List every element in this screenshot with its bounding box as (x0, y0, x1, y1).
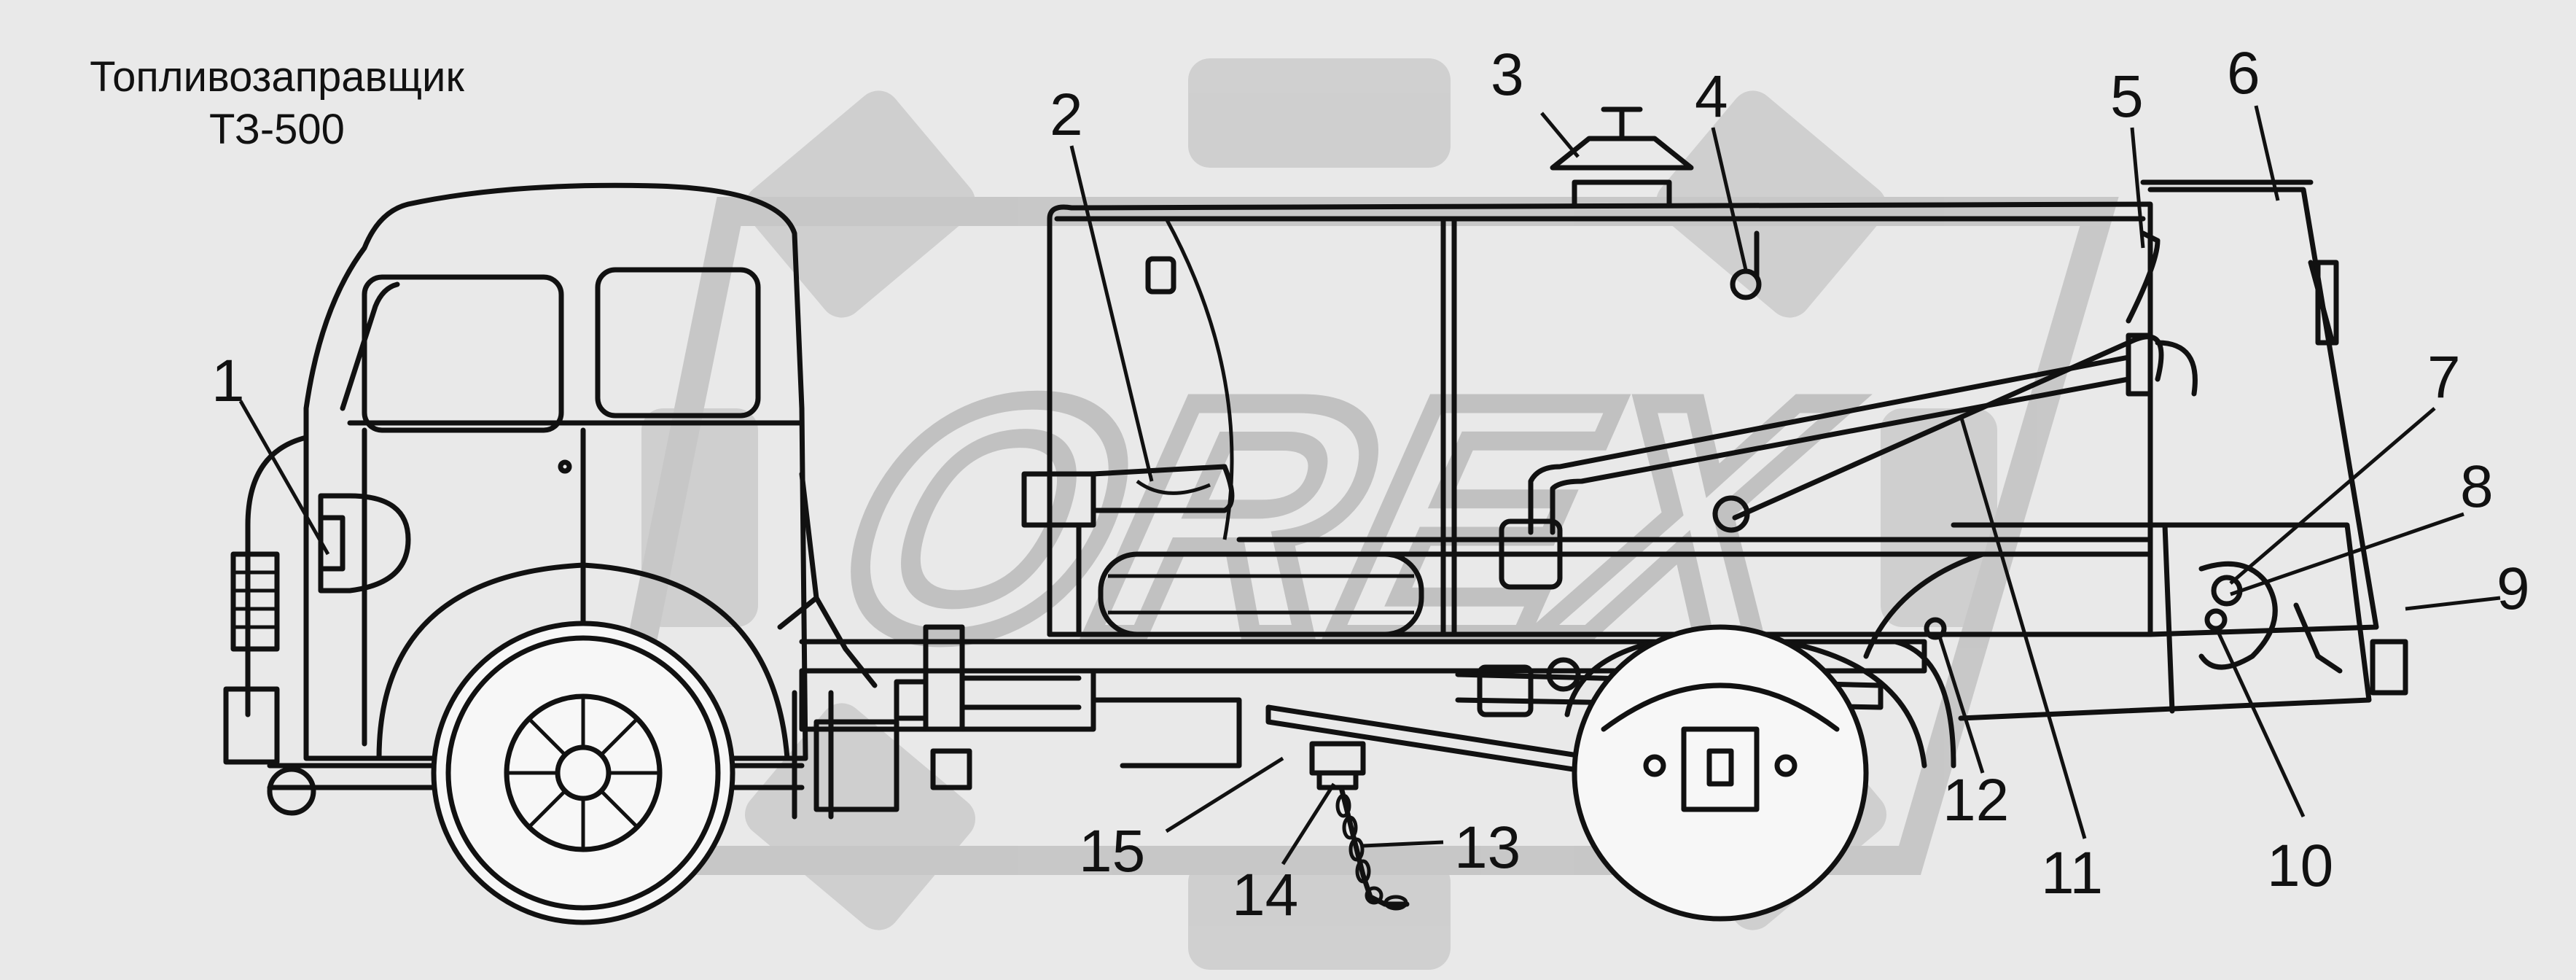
watermark: OREX (579, 58, 2119, 970)
callout-4: 4 (1695, 63, 1728, 130)
diagram-title: Топливозаправщик ТЗ-500 (44, 51, 510, 156)
title-line-2: ТЗ-500 (209, 106, 345, 153)
title-line-1: Топливозаправщик (90, 53, 464, 101)
truck (223, 106, 2408, 925)
pump-assembly (1021, 464, 1424, 637)
callout-5: 5 (2110, 63, 2144, 130)
callout-9: 9 (2497, 556, 2530, 622)
callout-labels: 1 2 3 4 5 6 7 8 9 10 11 12 13 14 15 (211, 40, 2530, 928)
pipe-system (1499, 230, 2198, 590)
callout-6: 6 (2227, 40, 2260, 106)
callout-15: 15 (1079, 818, 1145, 884)
rear-wheel (1564, 624, 1956, 922)
callout-7: 7 (2427, 344, 2461, 411)
callout-8: 8 (2460, 454, 2494, 520)
tank (1047, 179, 2408, 721)
level-gauge (1730, 230, 1762, 300)
leader-lines (238, 105, 2501, 866)
callout-11: 11 (2041, 840, 2103, 906)
callout-10: 10 (2267, 833, 2333, 899)
callout-13: 13 (1454, 814, 1521, 881)
callout-14: 14 (1232, 862, 1298, 928)
callout-12: 12 (1943, 767, 2009, 833)
callout-3: 3 (1491, 42, 1524, 108)
callout-2: 2 (1050, 82, 1083, 148)
tank-manhole (1550, 106, 1694, 207)
callout-1: 1 (211, 348, 245, 414)
front-wheel (376, 562, 790, 925)
